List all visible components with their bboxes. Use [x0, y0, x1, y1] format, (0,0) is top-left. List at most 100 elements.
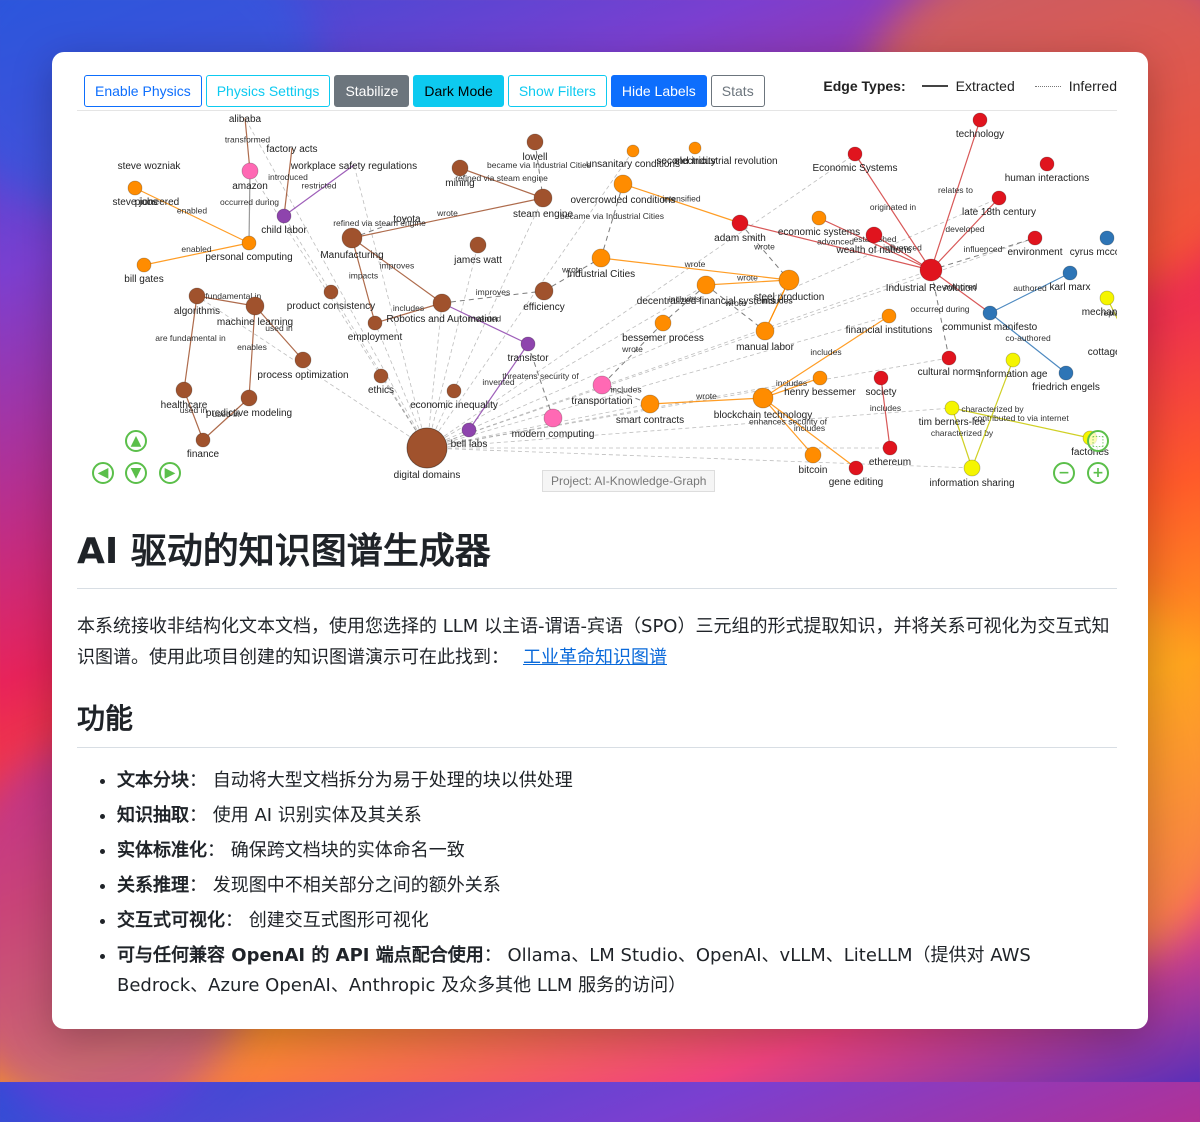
- edge-label: advanced: [817, 237, 854, 247]
- node-label: alibaba: [229, 114, 262, 125]
- graph-node: [533, 188, 553, 208]
- edge-label: relates to: [938, 185, 973, 195]
- arrow-left-icon[interactable]: ◀: [92, 462, 114, 484]
- edge-label: includes: [870, 403, 901, 413]
- graph-edge: [705, 279, 790, 286]
- graph-node: [696, 275, 716, 295]
- edge-label: are fundamental in: [155, 333, 226, 343]
- dark-mode-button[interactable]: Dark Mode: [413, 75, 504, 107]
- node-label: society: [865, 387, 896, 398]
- knowledge-graph-viewer[interactable]: Enable Physics Physics Settings Stabiliz…: [77, 72, 1117, 494]
- graph-edge: [248, 305, 256, 399]
- feature-label: 关系推理: [117, 875, 189, 896]
- node-label: steel production: [754, 292, 825, 303]
- intro-paragraph: 本系统接收非结构化文本文档，使用您选择的 LLM 以主语-谓语-宾语（SPO）三…: [77, 611, 1117, 673]
- graph-edge: [930, 197, 1000, 271]
- feature-label: 实体标准化: [117, 840, 207, 861]
- node-label: bell labs: [451, 439, 488, 450]
- edge-label: transformed: [225, 135, 271, 145]
- graph-node: [731, 214, 749, 232]
- node-label: james watt: [453, 255, 502, 266]
- edge-label: enhances security of: [749, 417, 828, 427]
- intro-text: 本系统接收非结构化文本文档，使用您选择的 LLM 以主语-谓语-宾语（SPO）三…: [77, 616, 1110, 668]
- graph-edge: [244, 117, 251, 172]
- graph-edge: [762, 315, 890, 399]
- edge-label: characterized by: [931, 428, 994, 438]
- show-filters-button[interactable]: Show Filters: [507, 75, 607, 107]
- graph-edge: [468, 343, 529, 431]
- graph-edge: [971, 359, 1014, 469]
- node-label: blockchain technology: [714, 410, 812, 421]
- feature-desc: 使用 AI 识别实体及其关系: [212, 805, 422, 826]
- graph-node: [812, 370, 828, 386]
- graph-node: [654, 314, 672, 332]
- node-label: late 18th century: [962, 207, 1036, 218]
- graph-edge: [283, 164, 355, 217]
- physics-settings-button[interactable]: Physics Settings: [205, 75, 331, 107]
- stats-button[interactable]: Stats: [710, 75, 765, 107]
- node-label: child labor: [261, 225, 307, 236]
- zoom-out-icon[interactable]: −: [1053, 462, 1075, 484]
- feature-label: 交互式可视化: [117, 910, 225, 931]
- node-label: modern computing: [512, 429, 595, 440]
- graph-edge: [374, 302, 443, 324]
- stabilize-button[interactable]: Stabilize: [334, 75, 410, 107]
- fit-icon[interactable]: ⬚: [1087, 430, 1109, 452]
- node-label: cultural norms: [918, 367, 981, 378]
- edge-label: wrote: [753, 242, 775, 252]
- node-label: environment: [1007, 247, 1062, 258]
- enable-physics-button[interactable]: Enable Physics: [84, 75, 202, 107]
- edge-label: characterized by: [961, 404, 1024, 414]
- edge-label: wrote: [736, 273, 758, 283]
- node-label: wealth of nations: [835, 245, 911, 256]
- graph-node: [1027, 230, 1043, 246]
- graph-node: [1039, 156, 1055, 172]
- edge-label: includes: [761, 296, 792, 306]
- feature-desc: 确保跨文档块的实体命名一致: [230, 840, 465, 861]
- graph-node: [276, 208, 292, 224]
- feature-sep: ：: [189, 770, 207, 791]
- node-label: factory acts: [266, 144, 317, 155]
- graph-node: [446, 383, 462, 399]
- graph-edge: [202, 397, 250, 441]
- node-label: mechanical: [1082, 307, 1117, 318]
- graph-node: [613, 174, 633, 194]
- edge-label: intensified: [662, 194, 701, 204]
- arrow-up-icon[interactable]: ▲: [125, 430, 147, 452]
- feature-desc: 发现图中不相关部分之间的额外关系: [212, 875, 501, 896]
- graph-node: [640, 394, 660, 414]
- edge-label: influenced: [964, 244, 1003, 254]
- graph-edge: [283, 215, 428, 449]
- graph-node: [175, 381, 193, 399]
- hide-labels-button[interactable]: Hide Labels: [610, 75, 707, 107]
- graph-node: [755, 321, 775, 341]
- zoom-in-icon[interactable]: +: [1087, 462, 1109, 484]
- graph-node: [811, 210, 827, 226]
- node-label: toyota: [393, 214, 421, 225]
- demo-link[interactable]: 工业革命知识图谱: [523, 647, 667, 668]
- node-label: tim berners-lee: [919, 417, 986, 428]
- graph-edge: [534, 141, 544, 199]
- arrow-down-icon[interactable]: ▼: [125, 462, 147, 484]
- feature-desc: 创建交互式图形可视化: [248, 910, 429, 931]
- graph-edge: [426, 377, 821, 449]
- graph-node: [188, 287, 206, 305]
- node-label: economic inequality: [410, 400, 498, 411]
- edge-label: replaced: [1101, 308, 1117, 318]
- graph-node: [882, 440, 898, 456]
- edge-label: are fundamental in: [191, 291, 262, 301]
- node-label: Robotics and Automation: [386, 314, 497, 325]
- graph-edge: [854, 153, 932, 271]
- feature-label: 文本分块: [117, 770, 189, 791]
- graph-edge: [426, 244, 479, 449]
- edge-label: invented: [469, 314, 501, 324]
- graph-node: [373, 368, 389, 384]
- graph-edge: [441, 302, 529, 345]
- graph-node: [432, 293, 452, 313]
- feature-item: 交互式可视化： 创建交互式图形可视化: [117, 906, 1117, 936]
- arrow-right-icon[interactable]: ▶: [159, 462, 181, 484]
- node-label: communist manifesto: [943, 322, 1038, 333]
- graph-edge: [527, 343, 554, 419]
- graph-node: [451, 159, 469, 177]
